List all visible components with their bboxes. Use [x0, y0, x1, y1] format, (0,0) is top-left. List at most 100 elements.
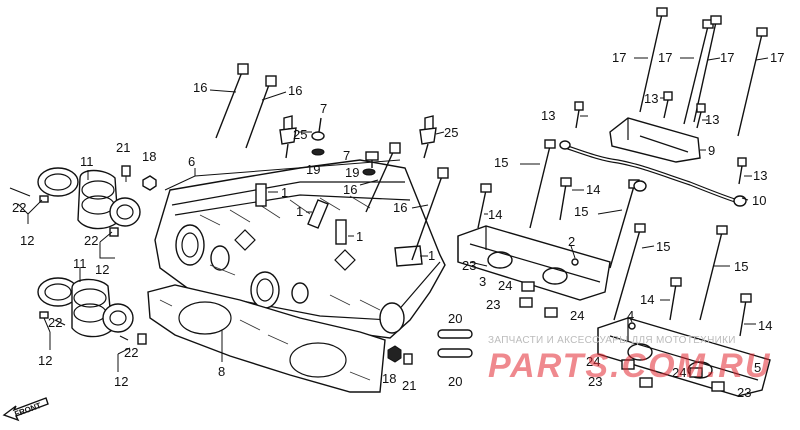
front-arrow: FRONT	[2, 397, 49, 422]
pin-7-a	[311, 117, 325, 141]
callout-21: 21	[402, 378, 416, 393]
callout-2: 2	[568, 234, 575, 249]
callout-13: 13	[753, 168, 767, 183]
callout-15: 15	[494, 155, 508, 170]
callout-15: 15	[574, 204, 588, 219]
callout-23: 23	[588, 374, 602, 389]
bolt-14-b	[559, 177, 572, 221]
callout-24: 24	[570, 308, 584, 323]
callout-12: 12	[95, 262, 109, 277]
callout-6: 6	[188, 154, 195, 169]
callout-16: 16	[193, 80, 207, 95]
front-arrow-label: FRONT	[13, 401, 42, 419]
watermark-caption: ЗАПЧАСТИ И АКСЕССУАРЫ ДЛЯ МОТОТЕХНИКИ	[488, 335, 736, 346]
callout-25: 25	[293, 127, 307, 142]
bolt-13-b	[663, 91, 673, 119]
callout-23: 23	[737, 385, 751, 400]
stud-16-c	[365, 142, 401, 213]
valve-guide-1-c	[335, 219, 347, 245]
callout-11: 11	[80, 154, 94, 169]
watermark-logo: PARTS.COM.RU	[488, 347, 772, 385]
callout-25: 25	[444, 125, 458, 140]
callout-15: 15	[734, 259, 748, 274]
bolt-21-upper	[121, 165, 131, 182]
callout-11: 11	[73, 256, 87, 271]
valve-guide-1-a	[255, 183, 267, 207]
dowel-24-b	[544, 307, 558, 318]
callout-16: 16	[393, 200, 407, 215]
callout-18: 18	[382, 371, 396, 386]
callout-15: 15	[656, 239, 670, 254]
callout-24: 24	[498, 278, 512, 293]
callout-12: 12	[114, 374, 128, 389]
callout-23: 23	[486, 297, 500, 312]
callout-16: 16	[288, 83, 302, 98]
o-ring-20-b	[437, 348, 473, 358]
bolt-13-a	[574, 101, 584, 129]
callout-24: 24	[672, 365, 686, 380]
callout-19: 19	[345, 165, 359, 180]
o-ring-20-a	[437, 329, 473, 339]
callout-18: 18	[142, 149, 156, 164]
cylinder-head	[154, 159, 446, 339]
callout-12: 12	[38, 353, 52, 368]
dowel-23-e	[711, 381, 725, 392]
callout-4: 4	[627, 308, 634, 323]
callout-13: 13	[705, 112, 719, 127]
callout-22: 22	[84, 233, 98, 248]
callout-17: 17	[720, 50, 734, 65]
spark-plug-25-a	[279, 115, 297, 159]
dowel-24-c	[621, 359, 635, 370]
callout-24: 24	[586, 354, 600, 369]
callout-14: 14	[488, 207, 502, 222]
dowel-24-d	[689, 367, 703, 378]
callout-17: 17	[658, 50, 672, 65]
stud-16-d	[411, 167, 449, 261]
callout-1: 1	[281, 185, 288, 200]
callout-17: 17	[612, 50, 626, 65]
head-gasket	[147, 284, 386, 393]
callout-7: 7	[320, 101, 327, 116]
bolt-15-c	[613, 223, 646, 321]
callout-3: 3	[479, 274, 486, 289]
nut-18-lower	[387, 345, 402, 363]
callout-16: 16	[343, 182, 357, 197]
intake-joint-lower	[37, 277, 134, 341]
callout-1: 1	[296, 204, 303, 219]
callout-22: 22	[48, 315, 62, 330]
washer-19-a	[311, 148, 325, 156]
callout-1: 1	[356, 229, 363, 244]
dowel-24-a	[521, 281, 535, 292]
callout-20: 20	[448, 311, 462, 326]
bolt-15-d	[699, 225, 728, 321]
bolt-14-a	[477, 183, 492, 229]
callout-8: 8	[218, 364, 225, 379]
callout-14: 14	[758, 318, 772, 333]
callout-14: 14	[640, 292, 654, 307]
bolt-17-a	[639, 7, 668, 113]
callout-1: 1	[428, 248, 435, 263]
callout-13: 13	[541, 108, 555, 123]
stud-16-b	[245, 75, 277, 149]
callout-20: 20	[448, 374, 462, 389]
callout-21: 21	[116, 140, 130, 155]
callout-22: 22	[12, 200, 26, 215]
callout-13: 13	[644, 91, 658, 106]
callout-labels: 1 1 1 1 2 3 4 5 6 7 7 8 9 10 11 11 12 12…	[12, 50, 784, 400]
stud-16-a	[215, 63, 249, 139]
bolt-17-d	[737, 27, 768, 137]
bolt-21-lower	[403, 353, 413, 365]
callout-9: 9	[708, 143, 715, 158]
callout-5: 5	[754, 360, 761, 375]
bolt-22-lower	[137, 333, 147, 345]
spark-plug-25-b	[419, 115, 437, 159]
callout-22: 22	[124, 345, 138, 360]
callout-19: 19	[306, 162, 320, 177]
intake-joint-upper	[9, 167, 141, 237]
dowel-23-b	[519, 297, 533, 308]
valve-guide-1-b	[307, 199, 329, 229]
callout-17: 17	[770, 50, 784, 65]
bolt-14-c	[669, 277, 682, 321]
bolt-15-a	[529, 139, 556, 229]
